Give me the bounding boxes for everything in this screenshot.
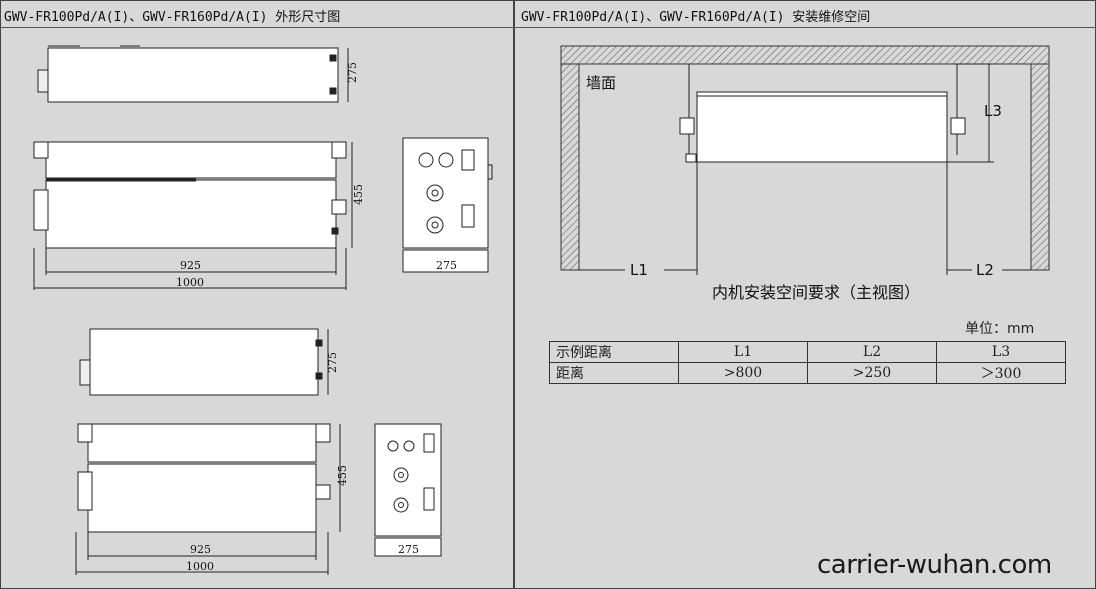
- diagram-caption: 内机安装空间要求（主视图）: [712, 283, 920, 302]
- title-separator: [0, 27, 1096, 28]
- right-panel-title: GWV-FR100Pd/A(I)、GWV-FR160Pd/A(I) 安装维修空间: [521, 10, 871, 25]
- dim-side-width-2: 275: [398, 543, 419, 556]
- unit2-top-view: [79, 328, 329, 396]
- dim-depth: 455: [352, 184, 365, 205]
- l1-label: L1: [630, 261, 648, 279]
- wall-label: 墙面: [586, 74, 616, 92]
- clearance-table: 示例距离 L1 L2 L3 距离 >800 >250 ＞300: [549, 341, 1066, 384]
- dimension-drawings-left: 275 455 925 1000 275 275 455 925 1000 27…: [33, 45, 493, 575]
- wall-section: [560, 45, 1050, 271]
- table-cell: L3: [936, 341, 1066, 363]
- dim-outer-width-2: 1000: [186, 560, 214, 573]
- table-cell: 距离: [549, 362, 679, 384]
- unit2-side-view: [374, 423, 442, 557]
- table-cell: L2: [807, 341, 937, 363]
- panel-divider: [513, 0, 515, 589]
- l3-label: L3: [984, 102, 1002, 120]
- dim-outer-width: 1000: [176, 276, 204, 289]
- unit1-front-view: [33, 141, 353, 290]
- unit1-top-view: [37, 45, 349, 103]
- dim-height-top-2: 275: [326, 352, 339, 373]
- dim-side-width: 275: [436, 259, 457, 272]
- table-cell: L1: [678, 341, 808, 363]
- dim-height-top: 275: [346, 62, 359, 83]
- dim-inner-width-2: 925: [190, 543, 211, 556]
- left-panel-title: GWV-FR100Pd/A(I)、GWV-FR160Pd/A(I) 外形尺寸图: [4, 10, 341, 25]
- table-cell: 示例距离: [549, 341, 679, 363]
- dim-depth-2: 455: [336, 465, 349, 486]
- table-cell: ＞300: [936, 362, 1066, 384]
- table-cell: >250: [807, 362, 937, 384]
- unit-label: 单位：mm: [965, 321, 1035, 337]
- l2-label: L2: [976, 261, 994, 279]
- table-cell: >800: [678, 362, 808, 384]
- unit1-side-view: [402, 137, 493, 273]
- installation-space-diagram: 墙面 L3 L1 L2 内机安装空间要求（主视图）: [560, 45, 1050, 302]
- dim-inner-width: 925: [180, 259, 201, 272]
- watermark: carrier-wuhan.com: [817, 550, 1052, 580]
- indoor-unit: [696, 91, 948, 163]
- unit2-front-view: [75, 423, 341, 575]
- table-row: 距离 >800 >250 ＞300: [549, 362, 1066, 384]
- table-header-row: 示例距离 L1 L2 L3: [549, 341, 1066, 363]
